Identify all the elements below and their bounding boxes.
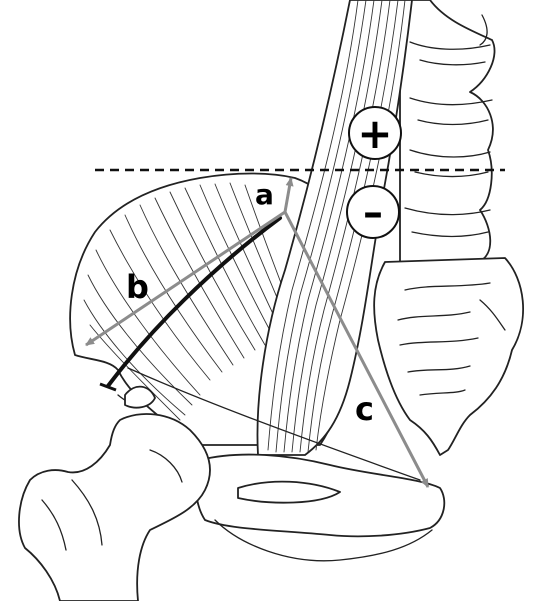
label-c: c <box>355 390 374 428</box>
pubic-bone <box>195 455 444 561</box>
minus-sign: – <box>363 190 383 236</box>
plus-sign: + <box>357 109 392 158</box>
label-b: b <box>126 268 149 306</box>
label-a: a <box>255 178 274 211</box>
lumbar-spine <box>400 0 495 262</box>
